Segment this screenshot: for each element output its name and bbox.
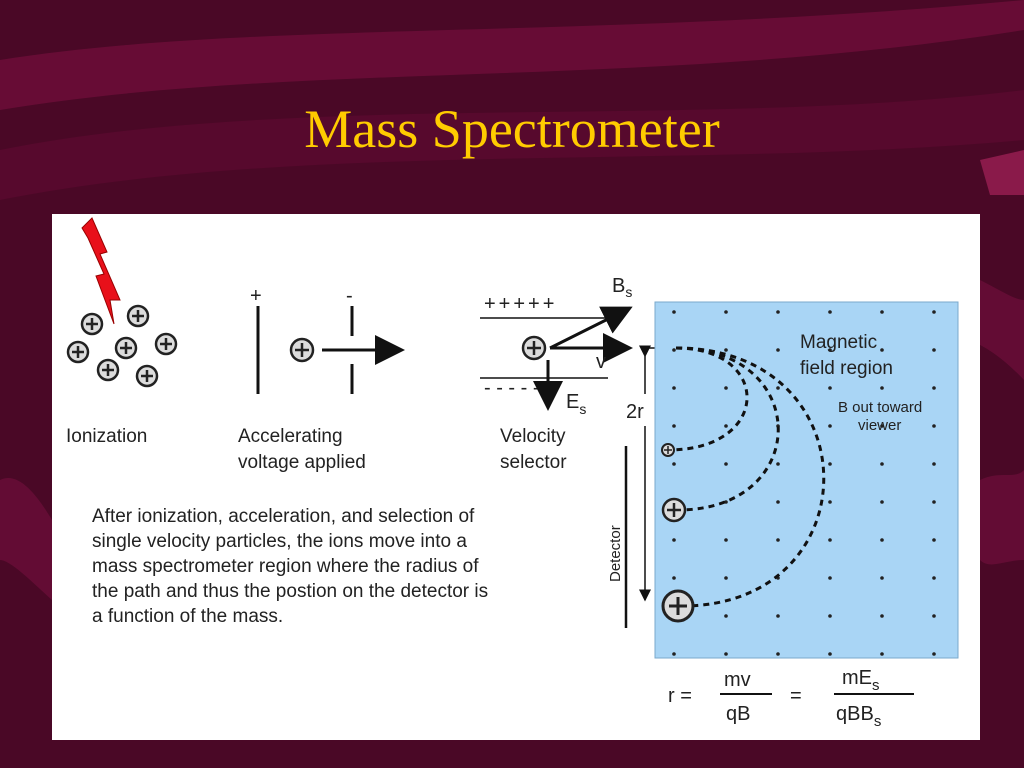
field-dots	[672, 310, 936, 656]
detector-label: Detector	[607, 525, 624, 582]
field-dot	[880, 500, 884, 504]
field-dot	[828, 348, 832, 352]
formula-denominator-1: qB	[726, 703, 750, 725]
heavy-ion	[661, 589, 695, 623]
field-dot	[880, 576, 884, 580]
magnetic-label-line2: field region	[800, 358, 893, 379]
field-dot	[776, 652, 780, 656]
field-dot	[932, 576, 936, 580]
field-dot	[932, 614, 936, 618]
field-dot	[672, 424, 676, 428]
field-dot	[672, 576, 676, 580]
field-dot	[880, 538, 884, 542]
field-dot	[672, 310, 676, 314]
mass-spectrometer-diagram: Ionization + - Accelerating voltage appl…	[66, 217, 959, 730]
velocity-selector-label-line1: Velocity	[500, 426, 566, 447]
field-dot	[932, 652, 936, 656]
top-plate-charges: +++++	[484, 293, 557, 315]
field-dot	[776, 310, 780, 314]
formula-denominator-2: qBBs	[836, 703, 881, 730]
field-dot	[932, 500, 936, 504]
field-dot	[932, 462, 936, 466]
field-dot	[828, 386, 832, 390]
medium-ion	[661, 497, 687, 523]
b-field-label: Bs	[612, 275, 632, 300]
field-dot	[880, 310, 884, 314]
field-dot	[828, 424, 832, 428]
formula-numerator-1: mv	[724, 669, 751, 691]
field-dot	[672, 386, 676, 390]
field-dot	[828, 500, 832, 504]
light-ion	[661, 443, 675, 457]
e-field-label: Es	[566, 391, 586, 417]
formula-numerator-2: mEs	[842, 667, 880, 694]
field-dot	[776, 538, 780, 542]
field-dot	[828, 576, 832, 580]
lightning-bolt-icon	[81, 217, 121, 325]
b-direction-note-line2: viewer	[858, 417, 901, 434]
description-text: After ionization, acceleration, and sele…	[92, 506, 489, 627]
light-ion-path	[667, 346, 749, 452]
field-dot	[672, 348, 676, 352]
field-dot	[724, 348, 728, 352]
b-field-arrow	[549, 306, 633, 350]
velocity-label: v	[596, 351, 606, 373]
field-dot	[828, 310, 832, 314]
field-dot	[724, 310, 728, 314]
field-dot	[724, 538, 728, 542]
heavy-ion-path	[675, 346, 826, 608]
field-dot	[776, 462, 780, 466]
field-dot	[932, 538, 936, 542]
accelerated-ion	[289, 337, 315, 363]
bottom-plate-charges: - - - - -	[484, 377, 540, 399]
field-dot	[828, 462, 832, 466]
field-dot	[724, 462, 728, 466]
field-dot	[880, 462, 884, 466]
diagram-panel: Ionization + - Accelerating voltage appl…	[52, 214, 980, 740]
slide-title: Mass Spectrometer	[304, 99, 720, 159]
field-dot	[828, 614, 832, 618]
field-dot	[724, 576, 728, 580]
magnetic-field-region	[654, 301, 959, 659]
field-dot	[724, 652, 728, 656]
ion-paths	[667, 346, 826, 608]
ion-cluster	[66, 304, 178, 388]
selector-ion	[521, 335, 547, 361]
minus-plate-sign: -	[346, 285, 353, 307]
formula-equals: =	[790, 685, 802, 707]
field-dot	[724, 424, 728, 428]
medium-ion-path	[675, 346, 780, 512]
field-dot	[672, 462, 676, 466]
field-dot	[932, 348, 936, 352]
formula-lhs: r =	[668, 685, 692, 707]
radius-formula: r = mv qB = mEs qBBs	[668, 667, 914, 730]
field-dot	[932, 310, 936, 314]
accelerating-label-line1: Accelerating	[238, 426, 343, 447]
field-dot	[724, 386, 728, 390]
field-dot	[880, 348, 884, 352]
field-dot	[724, 614, 728, 618]
field-dot	[880, 424, 884, 428]
ionization-label: Ionization	[66, 426, 147, 447]
b-direction-note-line1: B out toward	[838, 399, 922, 416]
field-dot	[672, 652, 676, 656]
plus-plate-sign: +	[250, 285, 262, 307]
two-r-label: 2r	[626, 401, 644, 423]
field-dot	[828, 652, 832, 656]
field-dot	[776, 386, 780, 390]
field-dot	[932, 386, 936, 390]
accelerating-label-line2: voltage applied	[238, 452, 366, 473]
magnetic-label-line1: Magnetic	[800, 332, 877, 353]
field-dot	[672, 538, 676, 542]
field-dot	[880, 614, 884, 618]
field-dot	[932, 424, 936, 428]
field-dot	[776, 614, 780, 618]
field-dot	[880, 652, 884, 656]
field-dot	[828, 538, 832, 542]
field-dot	[776, 348, 780, 352]
velocity-selector-label-line2: selector	[500, 452, 567, 473]
ion-plus-signs	[72, 310, 172, 382]
field-dot	[776, 500, 780, 504]
field-dot	[880, 386, 884, 390]
